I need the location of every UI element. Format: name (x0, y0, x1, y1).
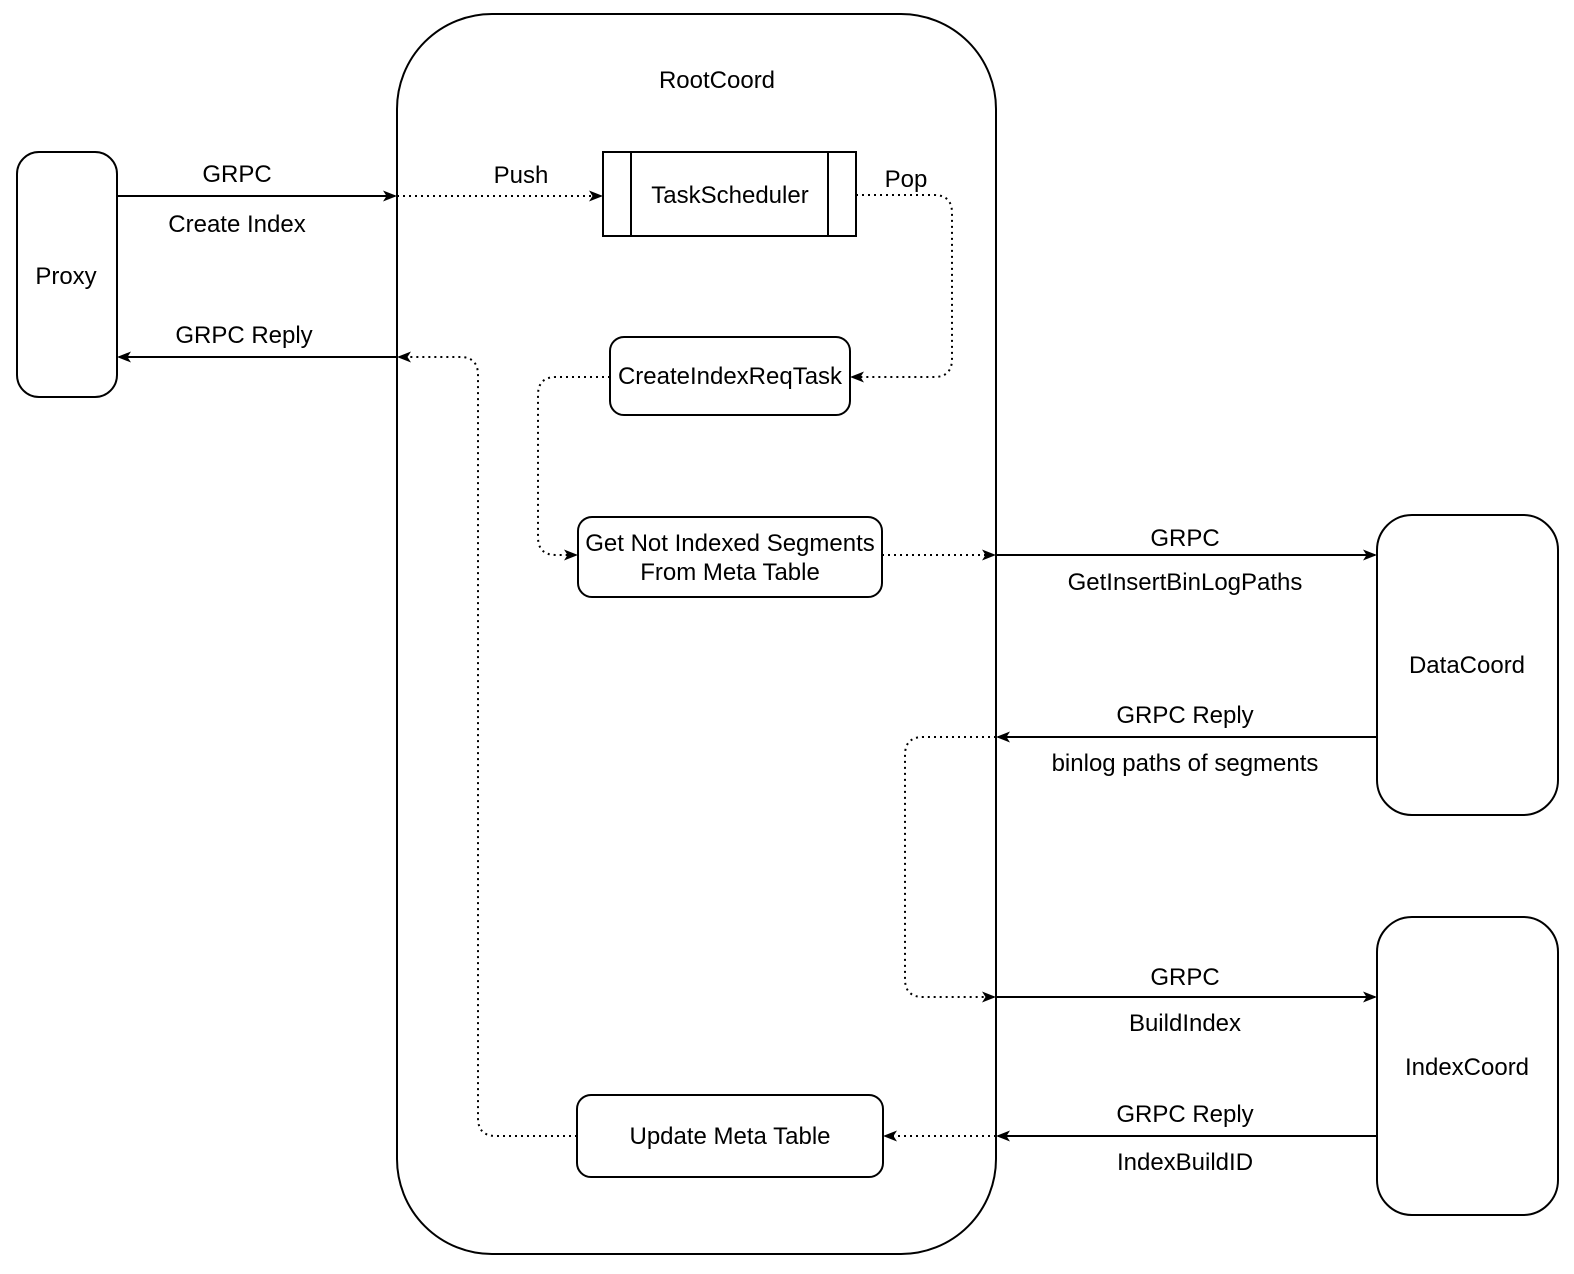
edge-grpc-get-insert-binlog-paths-message: GetInsertBinLogPaths (1068, 569, 1303, 596)
data-coord-label: DataCoord (1409, 652, 1525, 679)
get-not-indexed-segments-box (577, 516, 883, 598)
index-coord-box (1376, 916, 1559, 1216)
edge-grpc-reply-binlog-paths-protocol: GRPC Reply (1116, 702, 1253, 729)
node-rootcoord: RootCoord (396, 13, 997, 1255)
node-create-index-req-task: CreateIndexReqTask (609, 336, 851, 416)
edge-internal-reply-to-buildindex (904, 736, 996, 1003)
edge-grpc-reply-to-proxy: GRPC Reply (117, 322, 577, 1137)
edge-pop: Pop (850, 166, 953, 383)
edge-grpc-create-index-message: Create Index (168, 211, 305, 238)
edge-grpc-create-index: GRPC Create Index (117, 161, 397, 238)
proxy-box (16, 151, 118, 398)
node-update-meta-table: Update Meta Table (576, 1094, 884, 1178)
update-meta-table-label: Update Meta Table (629, 1123, 830, 1150)
edge-grpc-get-insert-binlog-paths: GRPC GetInsertBinLogPaths (882, 525, 1377, 596)
edge-grpc-reply-binlog-paths-message: binlog paths of segments (1052, 750, 1319, 777)
edge-grpc-reply-binlog-paths: GRPC Reply binlog paths of segments (996, 702, 1377, 777)
edge-push: Push (397, 162, 603, 202)
edge-grpc-build-index: GRPC BuildIndex (996, 964, 1377, 1037)
edge-grpc-get-insert-binlog-paths-protocol: GRPC (1150, 525, 1219, 552)
data-coord-box (1376, 514, 1559, 816)
proxy-label: Proxy (35, 263, 96, 290)
edge-internal-reply-to-buildindex-line (904, 736, 996, 1003)
get-not-indexed-segments-label-line1: Get Not Indexed Segments (585, 530, 875, 557)
get-not-indexed-segments-label-line2: From Meta Table (640, 559, 820, 586)
edge-grpc-reply-to-proxy-label: GRPC Reply (175, 322, 312, 349)
node-proxy: Proxy (16, 151, 118, 398)
edge-grpc-reply-index-build-id-protocol: GRPC Reply (1116, 1101, 1253, 1128)
rootcoord-label: RootCoord (659, 67, 775, 94)
rootcoord-box (396, 13, 997, 1255)
edge-grpc-reply-index-build-id-message: IndexBuildID (1117, 1149, 1253, 1176)
edge-grpc-build-index-message: BuildIndex (1129, 1010, 1241, 1037)
node-get-not-indexed-segments: Get Not Indexed Segments From Meta Table (577, 516, 883, 598)
edge-pop-label: Pop (885, 166, 928, 193)
node-data-coord: DataCoord (1376, 514, 1559, 816)
edge-update-meta-to-border-line (397, 351, 577, 1137)
edge-pop-line (850, 194, 953, 383)
task-scheduler-label: TaskScheduler (651, 182, 808, 209)
edge-create-task-to-get-segments (537, 376, 610, 561)
edge-create-task-to-get-segments-line (537, 376, 610, 561)
create-index-req-task-label: CreateIndexReqTask (618, 363, 843, 390)
edge-grpc-reply-index-build-id: GRPC Reply IndexBuildID (883, 1101, 1377, 1176)
edge-grpc-create-index-protocol: GRPC (202, 161, 271, 188)
node-index-coord: IndexCoord (1376, 916, 1559, 1216)
edge-grpc-build-index-protocol: GRPC (1150, 964, 1219, 991)
index-coord-label: IndexCoord (1405, 1054, 1529, 1081)
task-scheduler-box (602, 151, 857, 237)
edge-push-label: Push (494, 162, 549, 189)
node-task-scheduler: TaskScheduler (602, 151, 857, 237)
